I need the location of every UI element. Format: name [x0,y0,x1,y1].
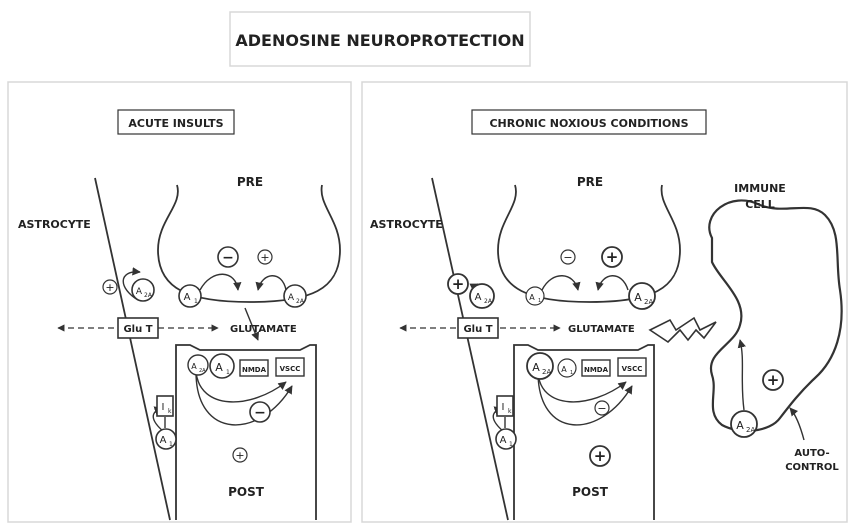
right-pre-label: PRE [577,175,603,189]
right-plus-astro: + [448,274,468,294]
right-a1-pre: A 1 [526,287,544,305]
svg-text:2A: 2A [296,298,305,305]
left-plus-pre: + [258,250,272,264]
right-a1-lower: A 1 [496,429,516,449]
svg-text:2A: 2A [542,368,551,376]
svg-text:+: + [260,251,269,264]
title: ADENOSINE NEUROPROTECTION [235,31,524,50]
svg-text:−: − [222,250,234,266]
svg-text:2A: 2A [484,298,493,305]
immune-cell-label-2: CELL [745,198,775,211]
immune-cell-label-1: IMMUNE [734,182,786,195]
svg-text:A: A [288,293,295,303]
svg-text:A: A [215,361,223,374]
svg-text:A: A [634,291,642,304]
svg-text:A: A [136,287,143,297]
left-vscc-box: VSCC [276,358,304,376]
svg-text:NMDA: NMDA [584,366,609,374]
svg-text:1: 1 [226,369,230,376]
left-a1-post: A 1 [210,354,234,378]
right-a1-post: A 1 [558,359,576,377]
svg-text:A: A [561,365,567,374]
svg-text:I: I [162,402,165,413]
svg-text:+: + [452,275,465,293]
svg-text:+: + [606,248,619,266]
auto-control-label-1: AUTO- [794,448,829,459]
right-a2a-post: A 2A [527,353,553,379]
svg-text:−: − [254,405,266,421]
svg-text:VSCC: VSCC [280,365,301,373]
svg-text:A: A [736,419,744,432]
svg-text:+: + [594,447,607,465]
left-glutamate-label: GLUTAMATE [230,324,297,335]
left-a2a-astro: A 2A [132,279,154,301]
left-astrocyte-label: ASTROCYTE [18,218,91,231]
svg-text:A: A [160,435,167,446]
left-a1-pre: A 1 [179,285,201,307]
right-a2a-astro: A 2A [470,284,494,308]
svg-text:A: A [191,362,197,371]
svg-text:+: + [235,449,244,462]
left-a1-lower: A 1 [156,429,176,449]
right-a2a-pre: A 2A [629,283,655,309]
right-minus-pre: − [561,250,575,264]
svg-text:A: A [475,292,482,303]
right-glutamate-label: GLUTAMATE [568,324,635,335]
immune-plus: + [763,370,783,390]
svg-text:k: k [168,408,172,415]
svg-text:2A: 2A [144,292,153,299]
left-plus-post: + [233,448,247,462]
right-post-label: POST [572,485,609,499]
svg-text:A: A [529,293,535,302]
svg-text:Glu T: Glu T [463,324,492,335]
left-ik-box: I k [157,396,173,416]
svg-text:A: A [184,292,191,303]
svg-text:A: A [532,361,540,374]
left-pre-label: PRE [237,175,263,189]
left-a2a-pre: A 2A [284,285,306,307]
left-minus-pre: − [218,247,238,267]
right-ik-box: I k [497,396,513,416]
right-plus-post: + [590,446,610,466]
svg-text:2A: 2A [644,298,653,306]
right-glut-box: Glu T [458,318,498,338]
right-astrocyte-label: ASTROCYTE [370,218,443,231]
right-nmda-box: NMDA [582,360,610,376]
svg-text:NMDA: NMDA [242,366,267,374]
svg-text:1: 1 [169,441,173,448]
left-minus-post: − [250,402,270,422]
right-vscc-box: VSCC [618,358,646,376]
svg-text:+: + [105,281,114,294]
svg-text:k: k [508,408,512,415]
left-glut-box: Glu T [118,318,158,338]
left-post-label: POST [228,485,265,499]
svg-text:Glu T: Glu T [123,324,152,335]
svg-text:VSCC: VSCC [622,365,643,373]
right-minus-post: − [595,401,609,415]
auto-control-label-2: CONTROL [785,462,839,473]
svg-text:I: I [502,402,505,413]
right-heading: CHRONIC NOXIOUS CONDITIONS [489,117,688,130]
left-a2a-post: A 2A [188,355,208,375]
svg-text:+: + [767,371,780,389]
svg-text:1: 1 [194,298,198,305]
svg-text:2A: 2A [746,426,755,434]
left-nmda-box: NMDA [240,360,268,376]
svg-text:−: − [597,402,606,415]
left-plus-astro: + [103,280,117,294]
svg-text:1: 1 [570,370,573,376]
svg-text:2A: 2A [199,368,206,374]
svg-text:1: 1 [509,441,513,448]
immune-a2a: A 2A [731,411,757,437]
right-plus-pre: + [602,247,622,267]
left-heading: ACUTE INSULTS [128,117,223,130]
svg-text:A: A [500,435,507,446]
svg-text:−: − [563,251,572,264]
svg-text:1: 1 [538,298,541,304]
